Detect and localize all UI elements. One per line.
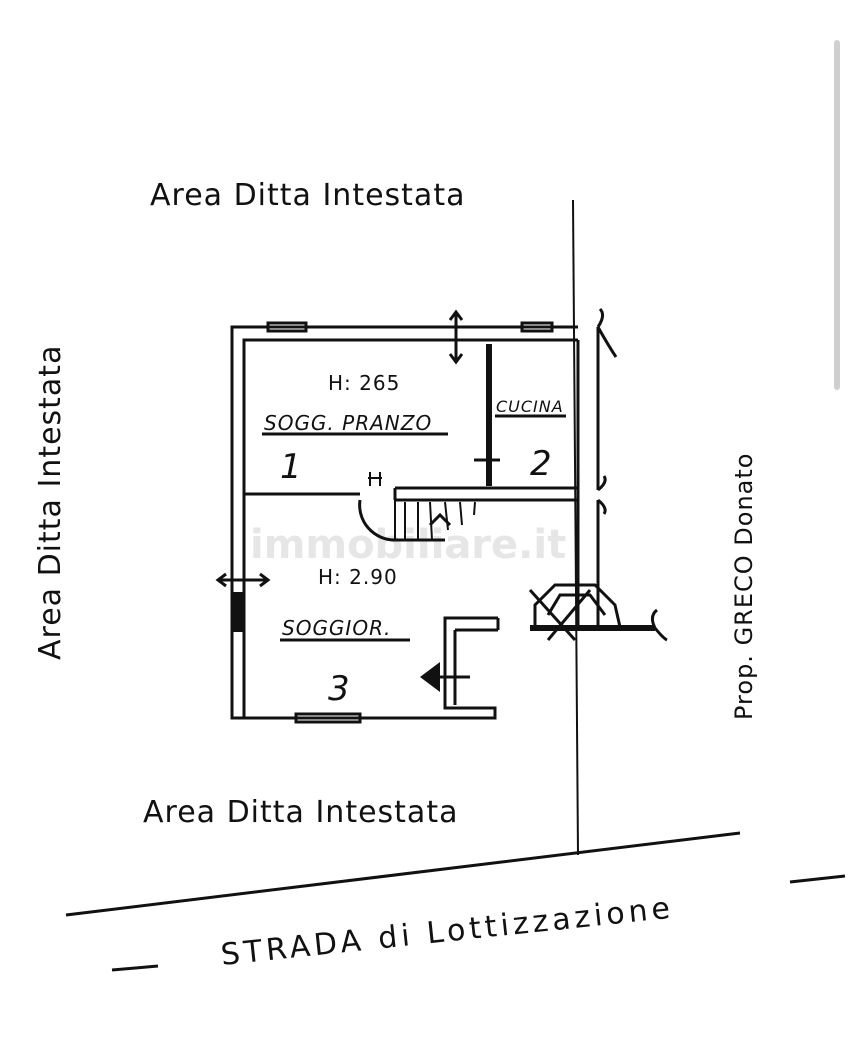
neighbor-label: Prop. GRECO Donato (730, 453, 758, 720)
lower-room-height: H: 2.90 (318, 565, 398, 589)
upper-room-name: SOGG. PRANZO (264, 411, 432, 435)
upper-room-height: H: 265 (328, 371, 400, 395)
door-arrows (215, 309, 500, 692)
upper-room-number: 1 (280, 447, 302, 487)
lower-room-number: 3 (328, 669, 350, 709)
area-label-left: Area Ditta Intestata (33, 345, 68, 660)
bay-window-terrace (528, 583, 622, 642)
stairs (358, 472, 476, 542)
scrollbar[interactable] (834, 40, 840, 390)
area-label-bottom: Area Ditta Intestata (143, 795, 458, 830)
building-outline (230, 307, 668, 720)
plot-boundary-lines (65, 199, 846, 972)
road-label: STRADA di Lottizzazione (219, 891, 675, 973)
area-label-top: Area Ditta Intestata (150, 178, 465, 213)
windows (231, 321, 554, 724)
kitchen-number: 2 (530, 444, 552, 484)
lower-room-name: SOGGIOR. (282, 616, 391, 640)
watermark: immobiliare.it (250, 522, 566, 568)
kitchen-name: CUCINA (496, 397, 564, 416)
